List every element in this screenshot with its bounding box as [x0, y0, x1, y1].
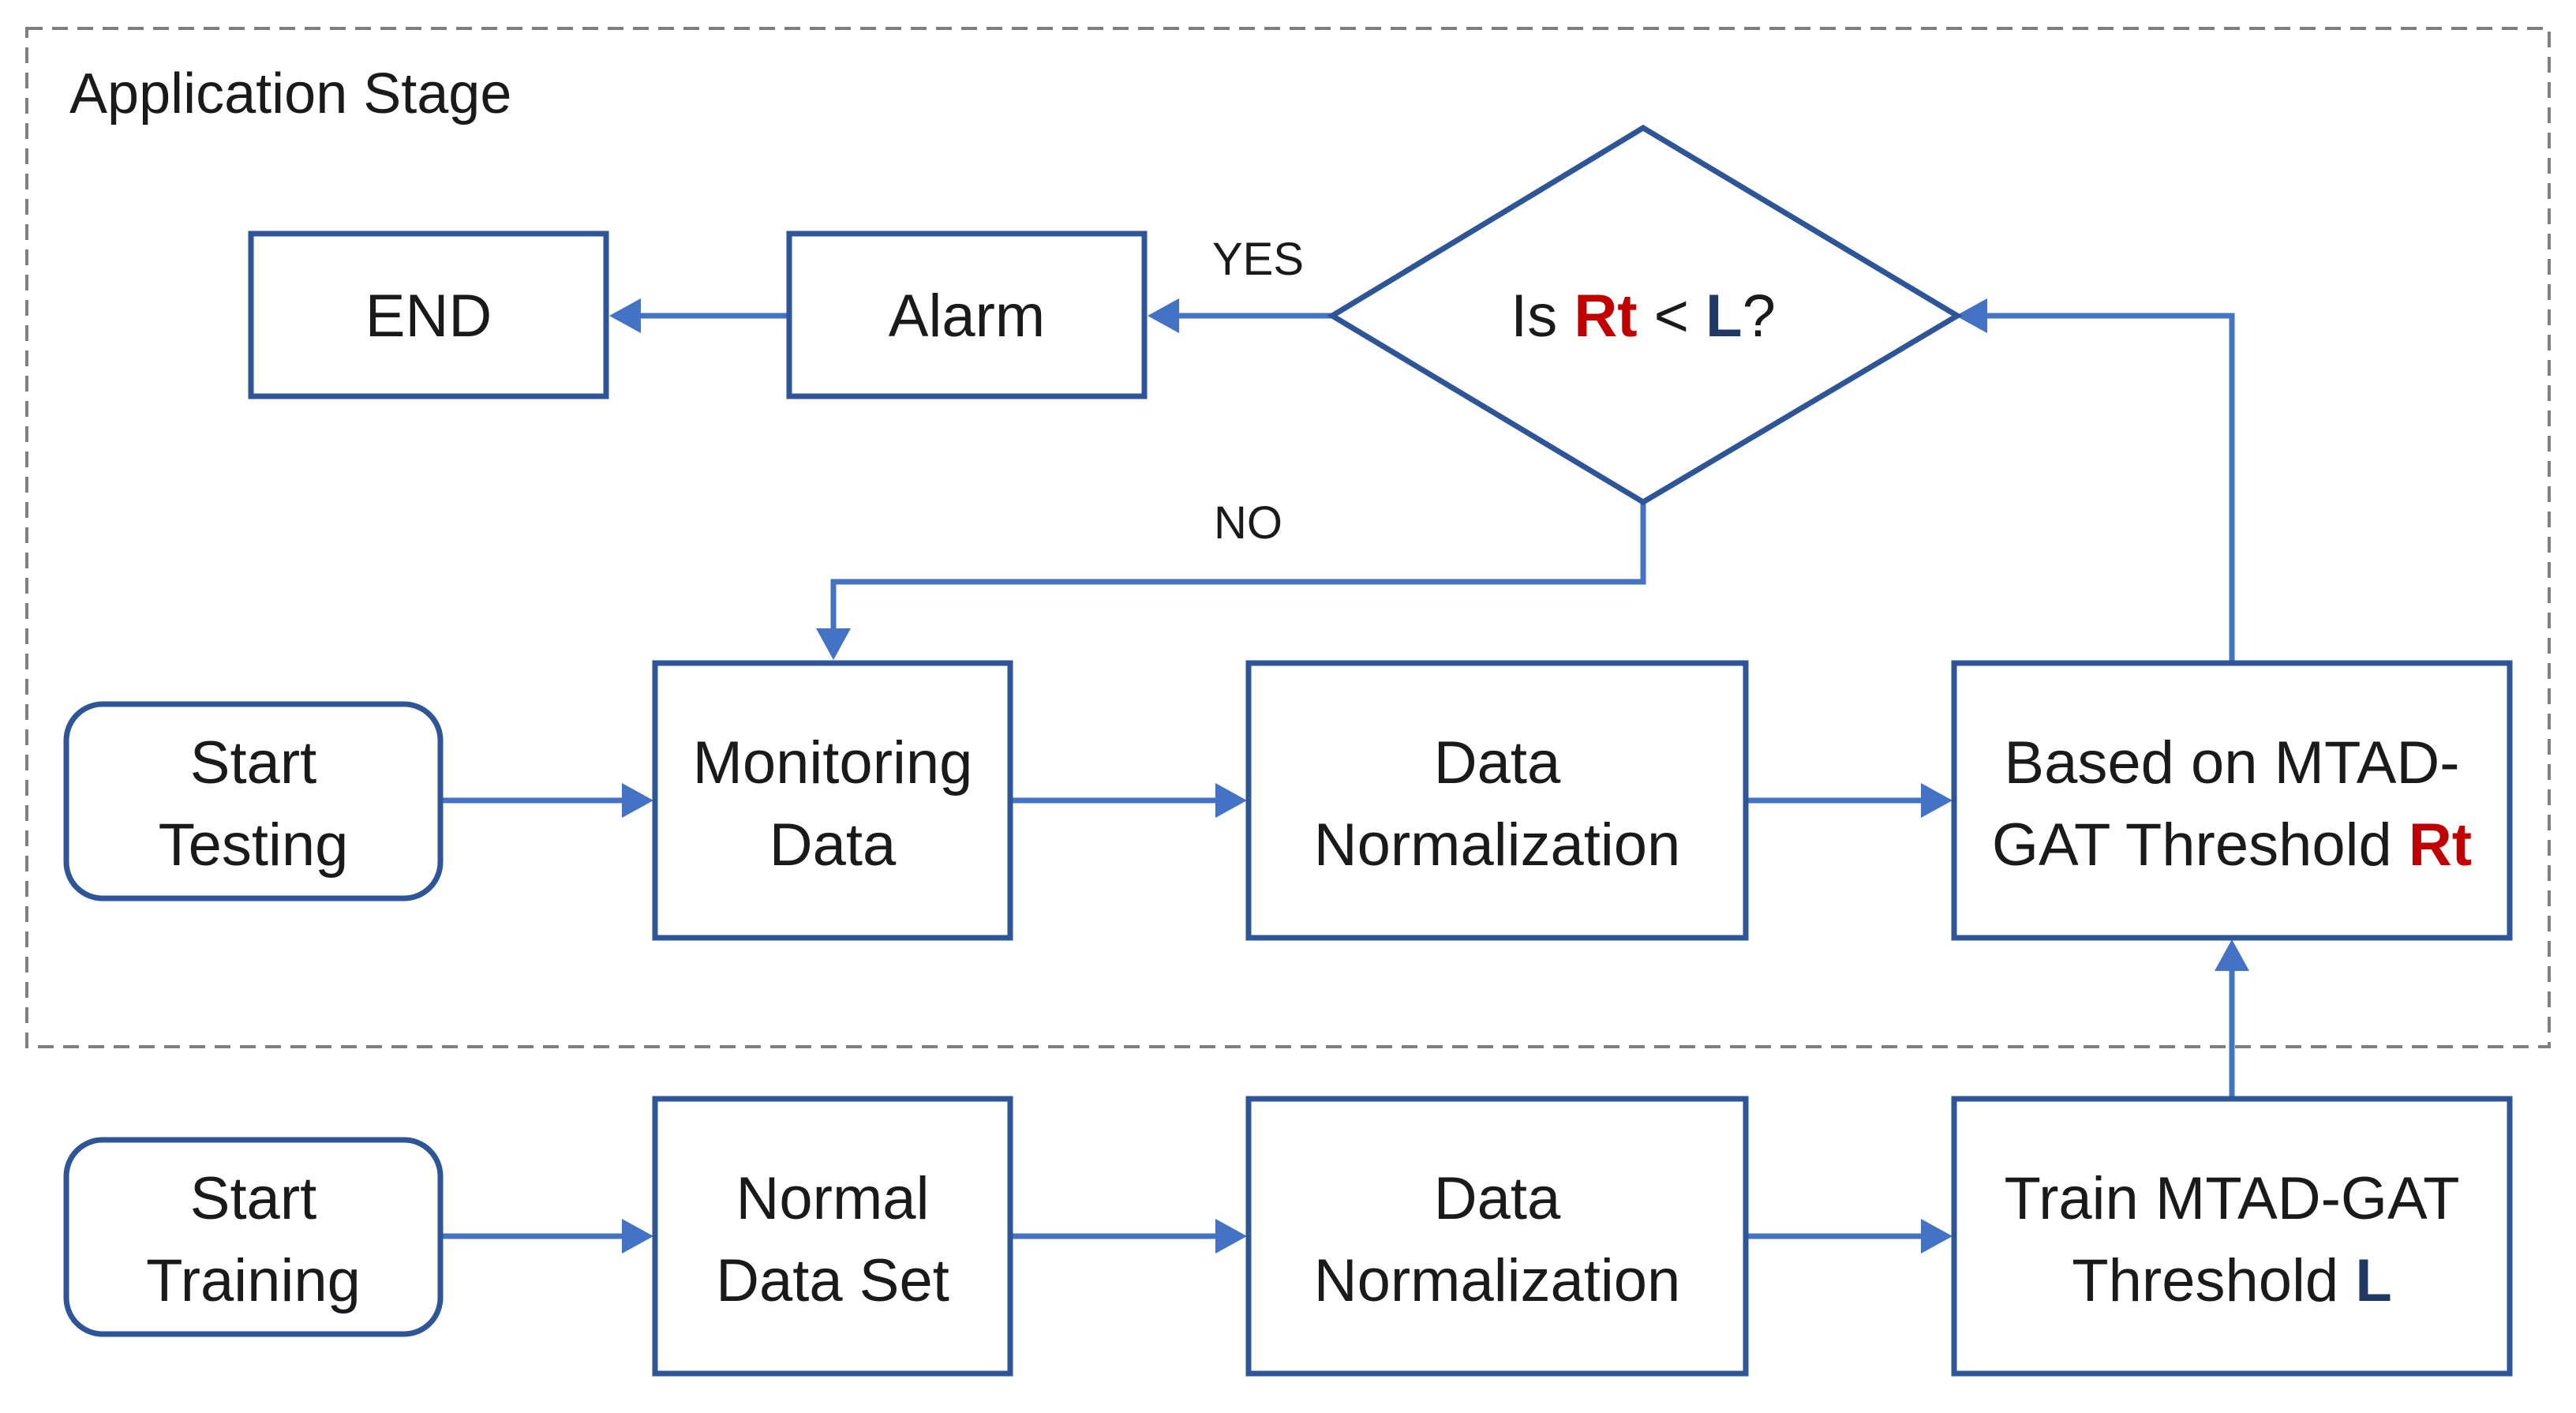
data-normalization-test-line2: Normalization	[1314, 811, 1681, 879]
edge-normalization-to-threshold	[1746, 783, 1953, 818]
train-mtad-line2-text: Threshold	[2072, 1247, 2355, 1314]
edge-monitoring-to-normalization	[1010, 783, 1247, 818]
start-training-line1: Start	[190, 1165, 317, 1232]
edge-alarm-to-end	[609, 298, 789, 333]
end-node: END	[248, 231, 609, 399]
train-mtad-line1: Train MTAD-GAT	[2004, 1165, 2459, 1232]
application-stage-title: Application Stage	[69, 62, 511, 126]
normal-data-set-node: Normal Data Set	[652, 1096, 1013, 1377]
start-training-node: Start Training	[63, 1137, 444, 1337]
data-normalization-test-node: Data Normalization	[1245, 660, 1749, 941]
alarm-label: Alarm	[889, 283, 1045, 350]
normal-data-set-line1: Normal	[736, 1165, 930, 1232]
edge-threshold-to-decision	[1956, 298, 2235, 663]
decision-operator: <	[1638, 283, 1706, 350]
train-mtad-node: Train MTAD-GAT Threshold L	[1951, 1096, 2513, 1377]
decision-var-l: L	[1705, 283, 1742, 350]
alarm-node: Alarm	[786, 231, 1148, 399]
edge-start-training-to-normal-data	[442, 1219, 653, 1254]
data-normalization-train-line2: Normalization	[1314, 1247, 1681, 1314]
decision-suffix: ?	[1743, 283, 1776, 350]
no-label: NO	[1214, 497, 1282, 549]
edge-decision-to-alarm	[1148, 298, 1332, 333]
normal-data-set-line2: Data Set	[716, 1247, 949, 1314]
mtad-threshold-node: Based on MTAD- GAT Threshold Rt	[1951, 660, 2513, 941]
data-normalization-train-node: Data Normalization	[1245, 1096, 1749, 1377]
start-testing-line1: Start	[190, 729, 317, 796]
mtad-threshold-line1: Based on MTAD-	[2004, 729, 2459, 796]
edge-start-testing-to-monitoring	[442, 783, 653, 818]
decision-prefix: Is	[1511, 283, 1574, 350]
application-stage-frame	[25, 27, 2551, 1048]
decision-var-rt: Rt	[1574, 283, 1637, 350]
edge-normalization-to-train	[1746, 1219, 1953, 1254]
mtad-threshold-var-rt: Rt	[2409, 811, 2472, 879]
edge-normal-data-to-normalization	[1010, 1219, 1247, 1254]
edge-train-to-threshold	[2215, 939, 2249, 1099]
edge-decision-to-monitoring	[816, 502, 1646, 660]
monitoring-data-line1: Monitoring	[693, 729, 973, 796]
monitoring-data-node: Monitoring Data	[652, 660, 1013, 941]
mtad-threshold-line2: GAT Threshold Rt	[1992, 811, 2472, 879]
decision-node: Is Rt < L?	[1327, 124, 1963, 506]
decision-label: Is Rt < L?	[1511, 283, 1776, 350]
yes-label: YES	[1212, 234, 1304, 285]
end-label: END	[365, 283, 492, 350]
start-testing-line2: Testing	[159, 811, 349, 879]
mtad-threshold-line2-text: GAT Threshold	[1992, 811, 2409, 879]
monitoring-data-line2: Data	[769, 811, 897, 879]
train-mtad-line2: Threshold L	[2072, 1247, 2392, 1314]
train-mtad-var-l: L	[2355, 1247, 2391, 1314]
start-testing-node: Start Testing	[63, 701, 444, 901]
data-normalization-test-line1: Data	[1434, 729, 1561, 796]
data-normalization-train-line1: Data	[1434, 1165, 1561, 1232]
start-training-line2: Training	[146, 1247, 361, 1314]
